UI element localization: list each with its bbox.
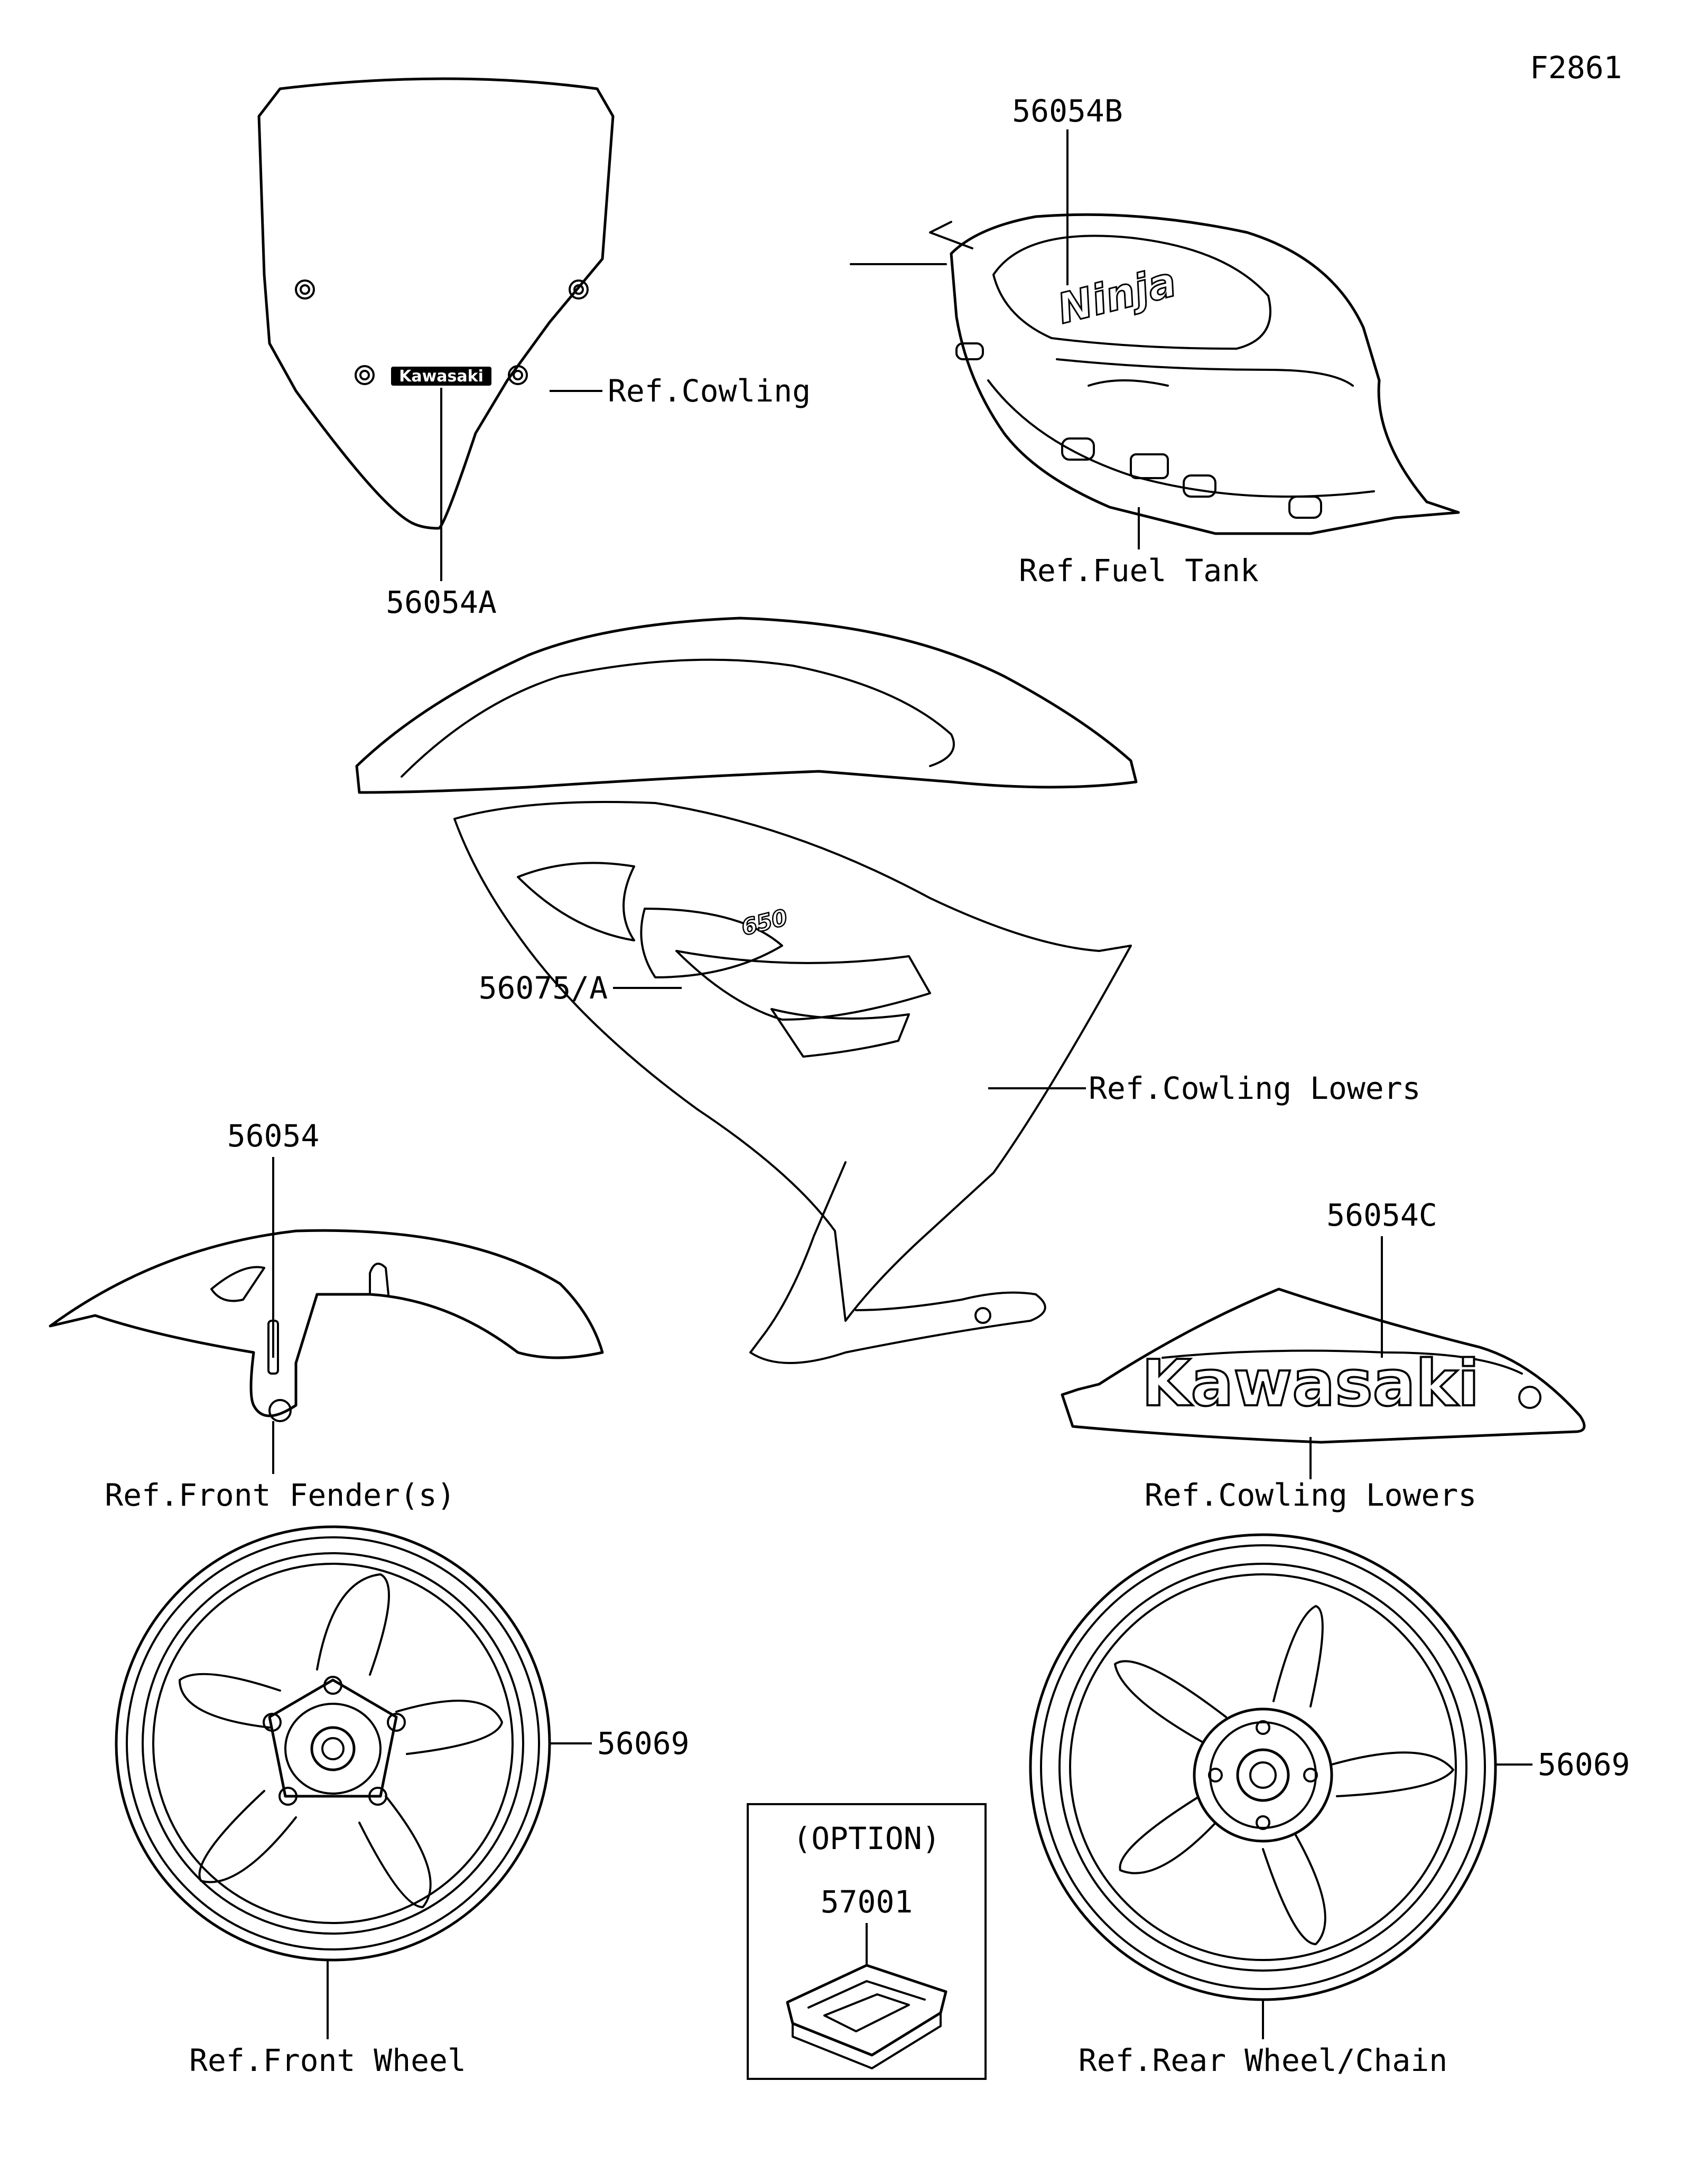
callout-56054[interactable]: 56054 <box>227 1118 320 1154</box>
ref-cowling-lowers-label-upper[interactable]: Ref.Cowling Lowers <box>1089 1070 1421 1106</box>
front-wheel-illustration <box>115 1525 551 1962</box>
rear-wheel-illustration <box>1029 1533 1497 2001</box>
ref-front-wheel-label[interactable]: Ref.Front Wheel <box>189 2042 466 2078</box>
callout-56054c[interactable]: 56054C <box>1326 1197 1437 1233</box>
callout-56054b[interactable]: 56054B <box>1012 93 1123 129</box>
ref-fuel-tank-label[interactable]: Ref.Fuel Tank <box>1019 553 1259 589</box>
fuel-tank-illustration: Ninja <box>850 213 1460 535</box>
lower-cowl-kawasaki-logo: Kawasaki <box>1141 1347 1479 1421</box>
front-fender-illustration <box>49 1229 604 1422</box>
option-title: (OPTION) <box>793 1821 940 1856</box>
lower-cowling-illustration: Kawasaki <box>1061 1287 1586 1444</box>
callout-56054a[interactable]: 56054A <box>386 584 497 620</box>
ref-rear-wheel-label[interactable]: Ref.Rear Wheel/Chain <box>1079 2042 1447 2078</box>
windscreen-kawasaki-logo: Kawasaki <box>399 367 484 386</box>
cowl-650-badge: 650 <box>739 904 790 941</box>
option-part-57001-illustration <box>786 1964 947 2069</box>
figure-code: F2861 <box>1530 50 1622 86</box>
option-box <box>747 1803 987 2080</box>
windscreen-illustration: Kawasaki <box>257 77 615 530</box>
ref-cowling-label[interactable]: Ref.Cowling <box>608 373 811 409</box>
callout-56069-rear[interactable]: 56069 <box>1538 1747 1630 1782</box>
callout-56075a[interactable]: 56075/A <box>479 970 608 1006</box>
callout-56069-front[interactable]: 56069 <box>597 1725 690 1761</box>
ref-cowling-lowers-label-lower[interactable]: Ref.Cowling Lowers <box>1145 1477 1477 1513</box>
ref-front-fender-label[interactable]: Ref.Front Fender(s) <box>105 1477 455 1513</box>
callout-57001[interactable]: 57001 <box>821 1884 913 1920</box>
